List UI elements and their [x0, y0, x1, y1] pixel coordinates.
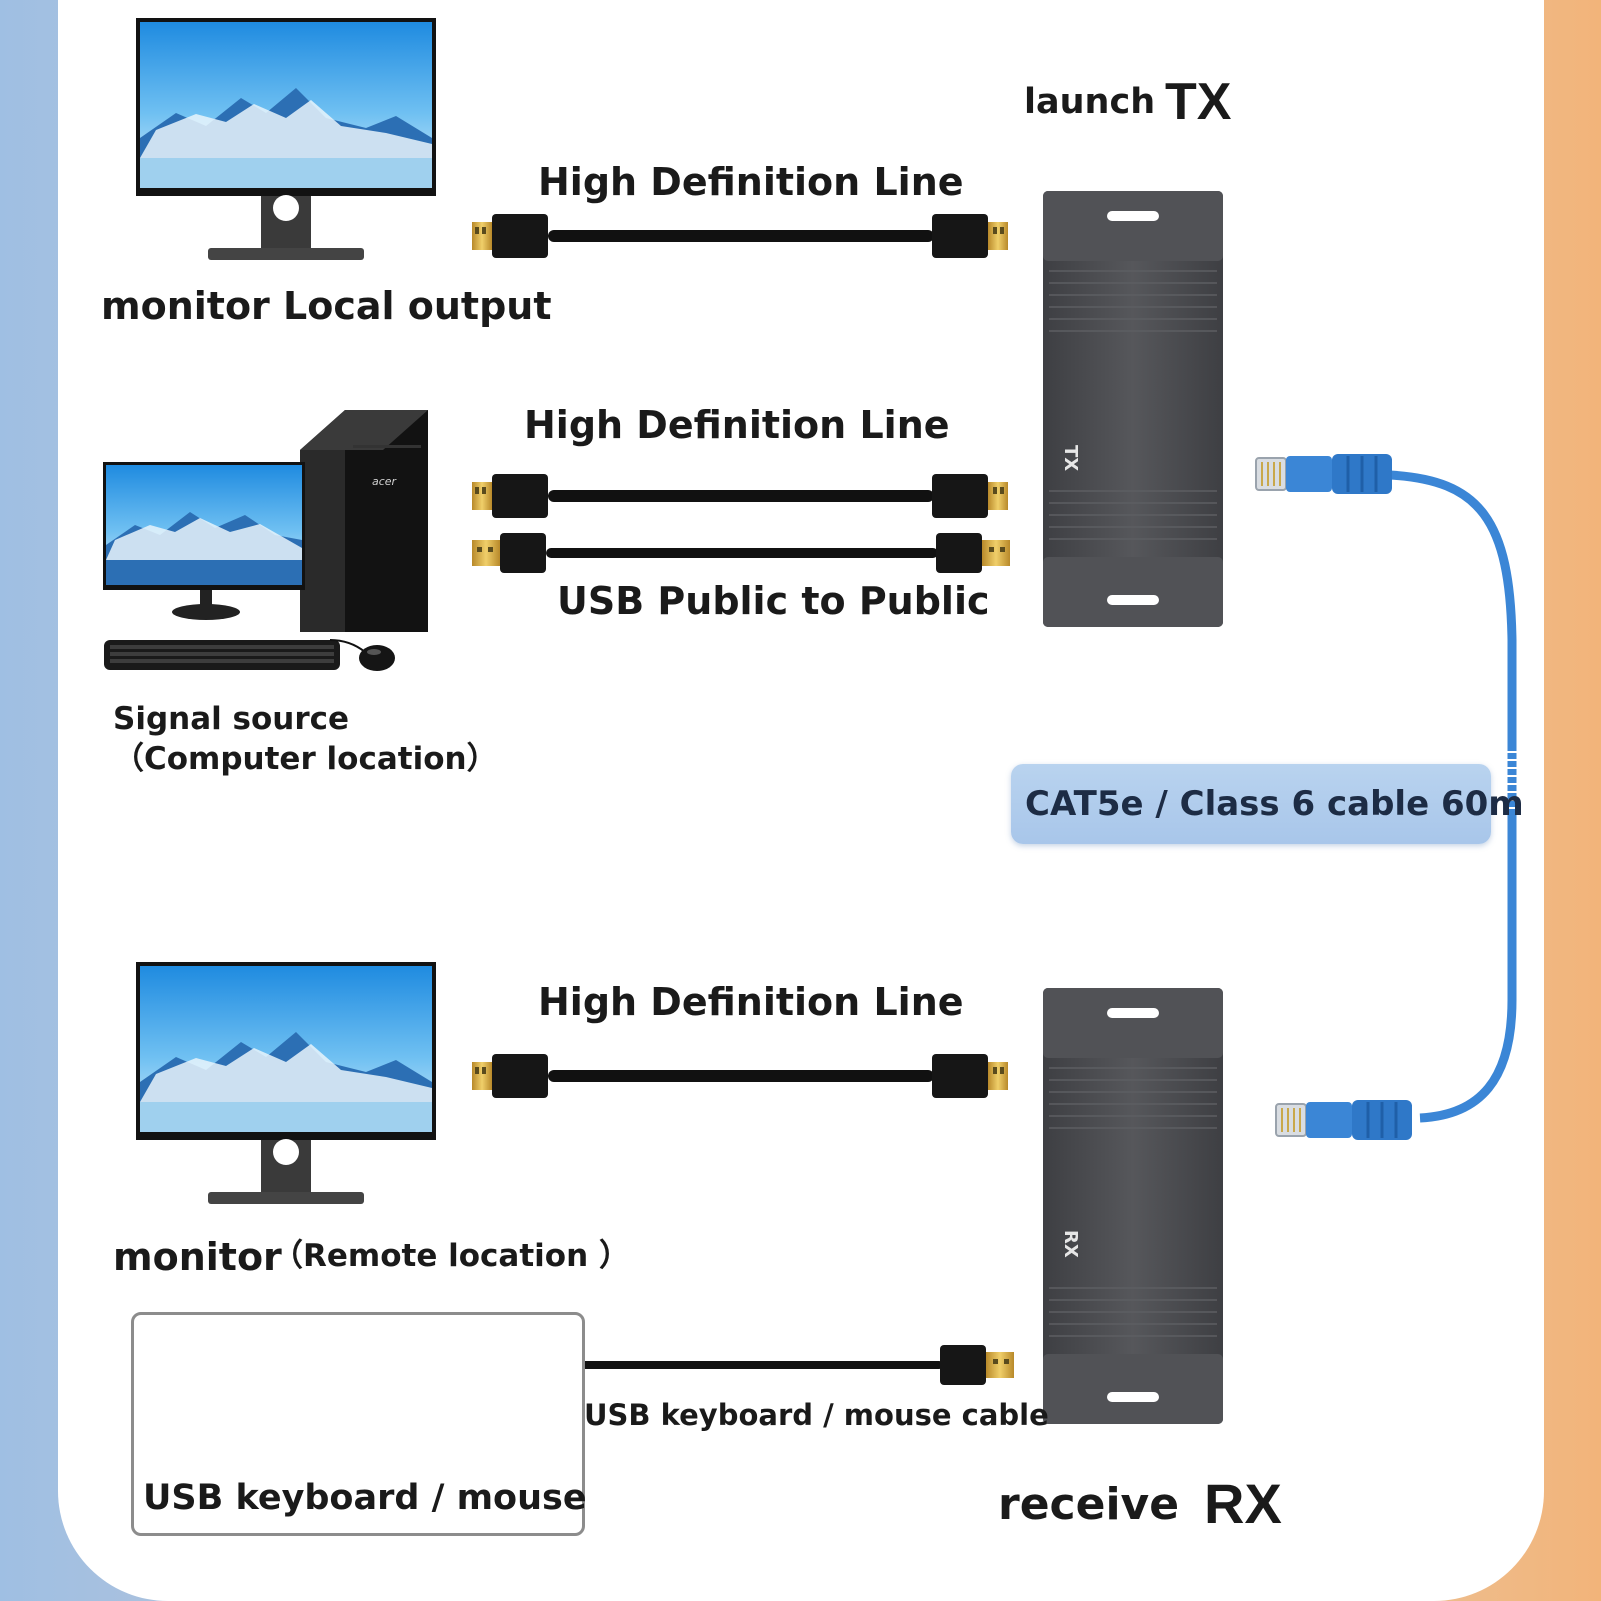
usb-cable-mid — [472, 533, 1010, 573]
usb-public-label: USB Public to Public — [557, 579, 990, 623]
monitor-local-output-label: monitor Local output — [101, 284, 552, 328]
rx-title: RX — [1204, 1472, 1282, 1535]
hdmi-cable-bottom — [472, 1054, 1008, 1098]
hd-line-label-mid: High Definition Line — [524, 403, 950, 447]
hdmi-cable-mid — [472, 474, 1008, 518]
tx-box-label: TX — [1060, 445, 1081, 471]
usb-plug-icon — [940, 1345, 1014, 1385]
usb-kb-cable — [579, 1345, 1014, 1385]
hdmi-plug-icon — [472, 474, 548, 518]
rx-box-label: RX — [1060, 1230, 1081, 1258]
cat-cable-badge: CAT5e / Class 6 cable 60m — [1011, 764, 1524, 844]
rx-extender-box: RX — [1042, 987, 1224, 1425]
usb-keyboard-mouse-frame — [131, 1312, 585, 1536]
monitor-remote-label: monitor — [113, 1235, 282, 1279]
computer-location-label: （Computer location） — [113, 741, 498, 777]
hd-line-label-bottom: High Definition Line — [538, 980, 964, 1024]
hdmi-plug-icon — [472, 1054, 548, 1098]
hdmi-cable-top — [472, 214, 1008, 258]
rj45-plug-icon — [1274, 1098, 1414, 1142]
mouse-icon — [329, 639, 395, 671]
usb-plug-icon — [936, 533, 1010, 573]
usb-kb-cable-label: USB keyboard / mouse cable — [584, 1398, 1049, 1432]
cat-cable-label: CAT5e / Class 6 cable 60m — [1025, 784, 1524, 824]
monitor-icon — [136, 18, 436, 260]
hdmi-plug-icon — [932, 1054, 1008, 1098]
signal-source-label: Signal source — [113, 701, 350, 737]
hd-line-label-top: High Definition Line — [538, 160, 964, 204]
remote-location-label: （Remote location ） — [272, 1238, 630, 1274]
usb-keyboard-mouse-label: USB keyboard / mouse — [143, 1478, 587, 1518]
launch-label: launch — [1024, 82, 1156, 122]
usb-plug-icon — [472, 533, 546, 573]
pc-monitor-icon — [103, 462, 305, 620]
receive-label: receive — [998, 1479, 1180, 1530]
hdmi-plug-icon — [932, 474, 1008, 518]
pc-tower-icon: acer — [300, 410, 428, 632]
pc-brand-label: acer — [372, 475, 398, 488]
ethernet-cable — [1254, 452, 1519, 1142]
hdmi-plug-icon — [932, 214, 1008, 258]
tx-extender-box: TX — [1042, 190, 1224, 628]
rj45-plug-icon — [1254, 452, 1394, 496]
tx-title: TX — [1165, 73, 1232, 131]
monitor-remote-icon — [136, 962, 436, 1204]
keyboard-icon — [104, 640, 340, 670]
hdmi-plug-icon — [472, 214, 548, 258]
